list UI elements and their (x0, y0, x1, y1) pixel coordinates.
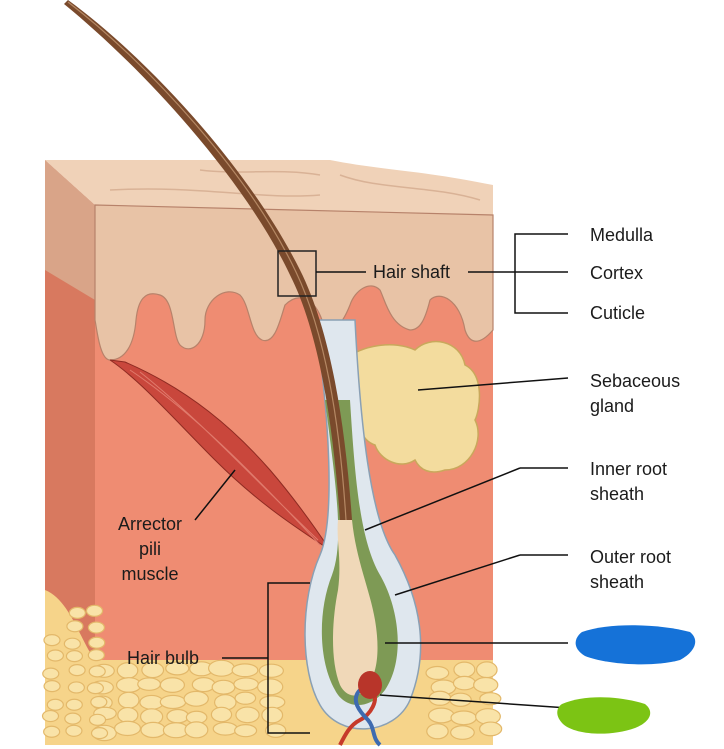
label-hair-shaft: Hair shaft (373, 262, 451, 282)
fat-cell (65, 698, 83, 711)
epidermis-side (45, 160, 95, 300)
label-arrector-line3: muscle (121, 564, 179, 584)
label-medulla: Medulla (590, 225, 654, 245)
green-scribble[interactable] (557, 697, 651, 734)
fat-cell (117, 691, 140, 709)
fat-cell (159, 677, 186, 693)
fat-cell (117, 706, 139, 724)
fat-cell (425, 665, 450, 680)
hair-shaft-medulla-line (67, 1, 347, 521)
fat-cell (450, 710, 477, 726)
fat-cell (140, 721, 167, 739)
fat-cell (261, 706, 284, 724)
label-arrector-line2: pili (138, 539, 161, 559)
skin-surface (45, 160, 493, 215)
label-hair-bulb: Hair bulb (127, 648, 200, 668)
label-sebaceous-line2: gland (590, 396, 635, 416)
fat-cell (137, 677, 162, 691)
label-inner-root-line1: Inner root (590, 459, 668, 479)
fat-cell (87, 649, 105, 662)
hair-shaft (64, 0, 352, 520)
hair-shaft-box (277, 250, 317, 297)
fat-cell (165, 661, 190, 676)
fat-cell (427, 707, 455, 724)
dermal-papilla (358, 671, 382, 699)
fat-cell (453, 661, 476, 678)
fat-cell (87, 621, 106, 634)
fat-cell (67, 681, 85, 694)
fat-cell (66, 620, 84, 633)
fat-cell (184, 721, 209, 739)
fat-cell (258, 663, 284, 678)
fat-cell (183, 690, 209, 707)
fat-cell (43, 680, 61, 693)
fat-cell (86, 682, 104, 695)
fat-cell (68, 606, 86, 619)
fat-cell (43, 725, 61, 738)
label-sebaceous-line1: Sebaceous (590, 371, 681, 391)
fat-cell (259, 695, 286, 710)
fat-cell (85, 604, 104, 617)
fat-cell (212, 721, 238, 736)
label-cortex: Cortex (590, 263, 644, 283)
fat-cell (473, 676, 499, 694)
blue-scribble[interactable] (575, 625, 696, 665)
fat-cell (159, 694, 187, 710)
fat-cell (114, 720, 142, 737)
fat-cell (65, 650, 84, 663)
label-arrector-line1: Arrector (117, 514, 182, 534)
skin-surface-lines (109, 169, 481, 201)
fat-cell (41, 709, 60, 723)
fat-cell (450, 725, 475, 740)
fat-cell (46, 698, 64, 711)
arrector-pili-muscle-fibers (129, 369, 321, 546)
fat-cell (64, 712, 82, 725)
fat-cell (166, 708, 190, 724)
fat-cell (88, 636, 106, 649)
fat-cell (88, 665, 106, 678)
label-inner-root-line2: sheath (590, 484, 645, 504)
fat-cell (46, 649, 65, 662)
fat-cell (210, 706, 233, 723)
fat-cell (256, 678, 284, 696)
fat-cell (63, 637, 81, 650)
fat-cell (141, 661, 165, 679)
fat-cell (68, 664, 86, 677)
leader-lines (194, 233, 569, 734)
fat-cell (235, 706, 260, 724)
fat-cell (452, 675, 477, 691)
fat-cell (211, 679, 236, 695)
fat-cells (41, 604, 503, 742)
fat-cell (475, 661, 498, 679)
label-outer-root-line2: sheath (590, 572, 645, 592)
fat-cell (233, 677, 259, 692)
fat-cell (42, 667, 60, 680)
fat-cell (426, 723, 449, 740)
fat-cell (88, 713, 107, 726)
vein (353, 688, 382, 747)
fat-cell (65, 724, 83, 737)
fat-cell (234, 691, 257, 705)
fat-cell (264, 723, 287, 738)
fat-cell (191, 677, 216, 693)
fat-cell (90, 726, 109, 740)
hair-bulb (333, 520, 378, 696)
fat-cell (43, 634, 61, 647)
label-cuticle: Cuticle (590, 303, 646, 323)
label-outer-root-line1: Outer root (590, 547, 672, 567)
fat-cell (231, 663, 259, 678)
fat-cell (234, 723, 258, 738)
fat-cell (90, 695, 108, 709)
fat-cell (479, 721, 503, 737)
fat-cell (207, 659, 235, 677)
